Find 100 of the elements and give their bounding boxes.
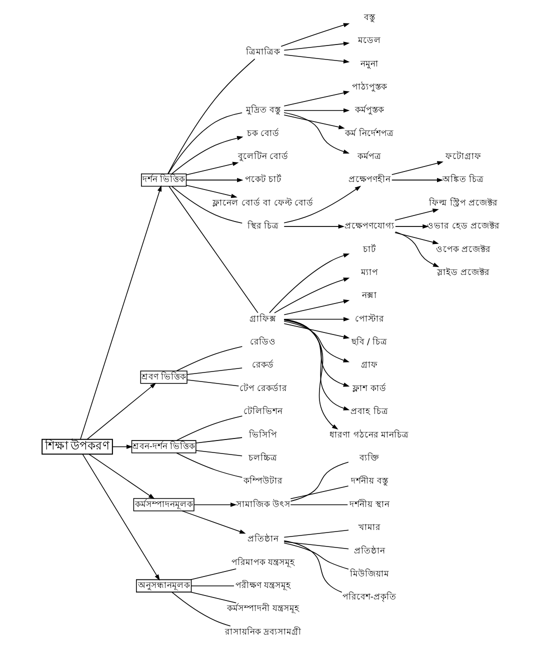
node-text: মডেল [358, 36, 381, 46]
connector [176, 452, 243, 478]
node-text: পরিবেশ-প্রকৃতি [342, 592, 396, 603]
node-text: নমুনা [360, 59, 378, 70]
connector [176, 416, 243, 441]
node-text: ছবি / চিত্র [351, 338, 388, 348]
connector [190, 585, 234, 586]
arrow [80, 185, 162, 440]
arrow [186, 184, 238, 198]
connector [176, 346, 243, 372]
arrow [284, 320, 350, 362]
node-text: স্লাইড প্রজেক্টর [437, 268, 490, 278]
arrow [391, 178, 444, 182]
connector [190, 568, 236, 580]
node-box: দর্শন ভিত্তিক [141, 174, 187, 187]
node-text: ওভার হেড প্রজেক্টর [427, 222, 500, 232]
arrow [86, 382, 156, 440]
connector [284, 542, 349, 570]
node-box: শিক্ষা উপকরণ [42, 438, 113, 455]
node-text: টেলিভিশন [244, 407, 283, 418]
connector [284, 540, 342, 593]
connector [284, 541, 349, 550]
node-text: পোস্টার [354, 314, 384, 324]
connector [290, 462, 349, 502]
arrow [284, 186, 362, 224]
node-text: ত্রিমাত্রিক [246, 48, 280, 58]
node-text: সামাজিক উৎস [236, 500, 291, 510]
node-text: কর্ম নির্দেশপত্র [345, 128, 394, 139]
node-box: কর্মসম্পাদনমূলক [133, 498, 194, 512]
arrow [269, 253, 350, 314]
arrow [395, 224, 429, 229]
arrow [284, 114, 345, 130]
connector [172, 592, 231, 626]
node-text: বস্তু [364, 12, 375, 23]
node-text: গ্রাফিক্স [250, 314, 277, 324]
arrow [186, 178, 244, 182]
node-text: পকেট চার্ট [244, 175, 282, 186]
connector [167, 58, 256, 174]
node-text: প্রক্ষেপণযোগ্য [344, 222, 394, 232]
connector [290, 504, 348, 506]
arrow [284, 320, 350, 387]
arrow [284, 319, 338, 430]
node-text: প্রবাহ চিত্র [350, 407, 388, 418]
arrow [182, 510, 246, 534]
connector [290, 486, 349, 500]
arrow [284, 299, 350, 316]
node-text: ওপেক প্রজেক্টর [436, 244, 491, 255]
node-text: ফটোগ্রাফ [445, 152, 482, 162]
node-text: মুদ্রিত বস্তু [246, 106, 281, 116]
node-text: দর্শনীয় স্থান [350, 500, 390, 510]
node-text: পরিমাপক যন্ত্রসমূহ [231, 558, 296, 568]
arrow [284, 54, 350, 64]
connector [168, 112, 242, 174]
arrow [284, 319, 350, 410]
arrow [394, 232, 439, 244]
connector [196, 437, 242, 444]
node-text: দর্শনীয় বস্তু [351, 476, 388, 487]
arrow [274, 278, 350, 314]
node-text: কর্মপুস্তক [354, 106, 384, 116]
node-text: ম্যাপ [360, 268, 378, 278]
connector [186, 368, 242, 375]
arrow [284, 224, 345, 229]
node-text: ফিল্ম স্ট্রিপ প্রজেক্টর [429, 198, 498, 208]
node-text: বুলেটিন বোর্ড [238, 152, 289, 162]
node-text: প্রক্ষেপণহীন [348, 175, 390, 186]
arrow [284, 317, 350, 322]
node-box: শ্রবন-দর্শন ভিত্তিক [131, 440, 196, 454]
node-text: ভিসিপি [249, 430, 278, 440]
arrow [391, 161, 444, 176]
node-text: রেডিও [250, 338, 276, 348]
node-text: মিউজিয়াম [350, 569, 389, 580]
arrow [284, 42, 350, 51]
arrow [280, 23, 350, 47]
node-text: প্রতিষ্ঠান [354, 546, 385, 556]
connector [172, 186, 243, 224]
node-text: ফ্লানেল বোর্ড বা ফেল্ট বোর্ড [212, 198, 314, 208]
arrow [284, 90, 350, 106]
arrow [172, 136, 244, 174]
node-text: অঙ্কিত চিত্র [442, 175, 484, 186]
node-text: টেপ রেকর্ডার [239, 384, 288, 394]
node-text: পাঠ্যপুস্তক [352, 82, 387, 92]
arrow [284, 323, 350, 339]
node-text: রেকর্ড [252, 360, 274, 371]
node-text: কর্মসম্পাদনী যন্ত্রসমূহ [226, 604, 300, 614]
arrow [394, 208, 439, 221]
node-text: গ্রাফ [360, 360, 378, 371]
arrow [88, 454, 155, 500]
arrow [112, 444, 133, 449]
connector [196, 450, 242, 456]
node-text: চার্ট [362, 244, 376, 255]
connector [190, 592, 236, 604]
node-text: খামার [358, 523, 380, 534]
node-text: পরীক্ষণ যন্ত্রসমূহ [235, 581, 292, 592]
node-text: স্থির চিত্র [247, 222, 280, 232]
node-text: ধারণা গঠনের মানচিত্র [330, 430, 410, 440]
node-text: কর্মপত্র [357, 152, 382, 162]
node-text: প্রতিষ্ঠান [248, 534, 279, 545]
arrow [395, 231, 440, 268]
node-text: চক বোর্ড [246, 128, 280, 139]
connector [168, 186, 258, 314]
